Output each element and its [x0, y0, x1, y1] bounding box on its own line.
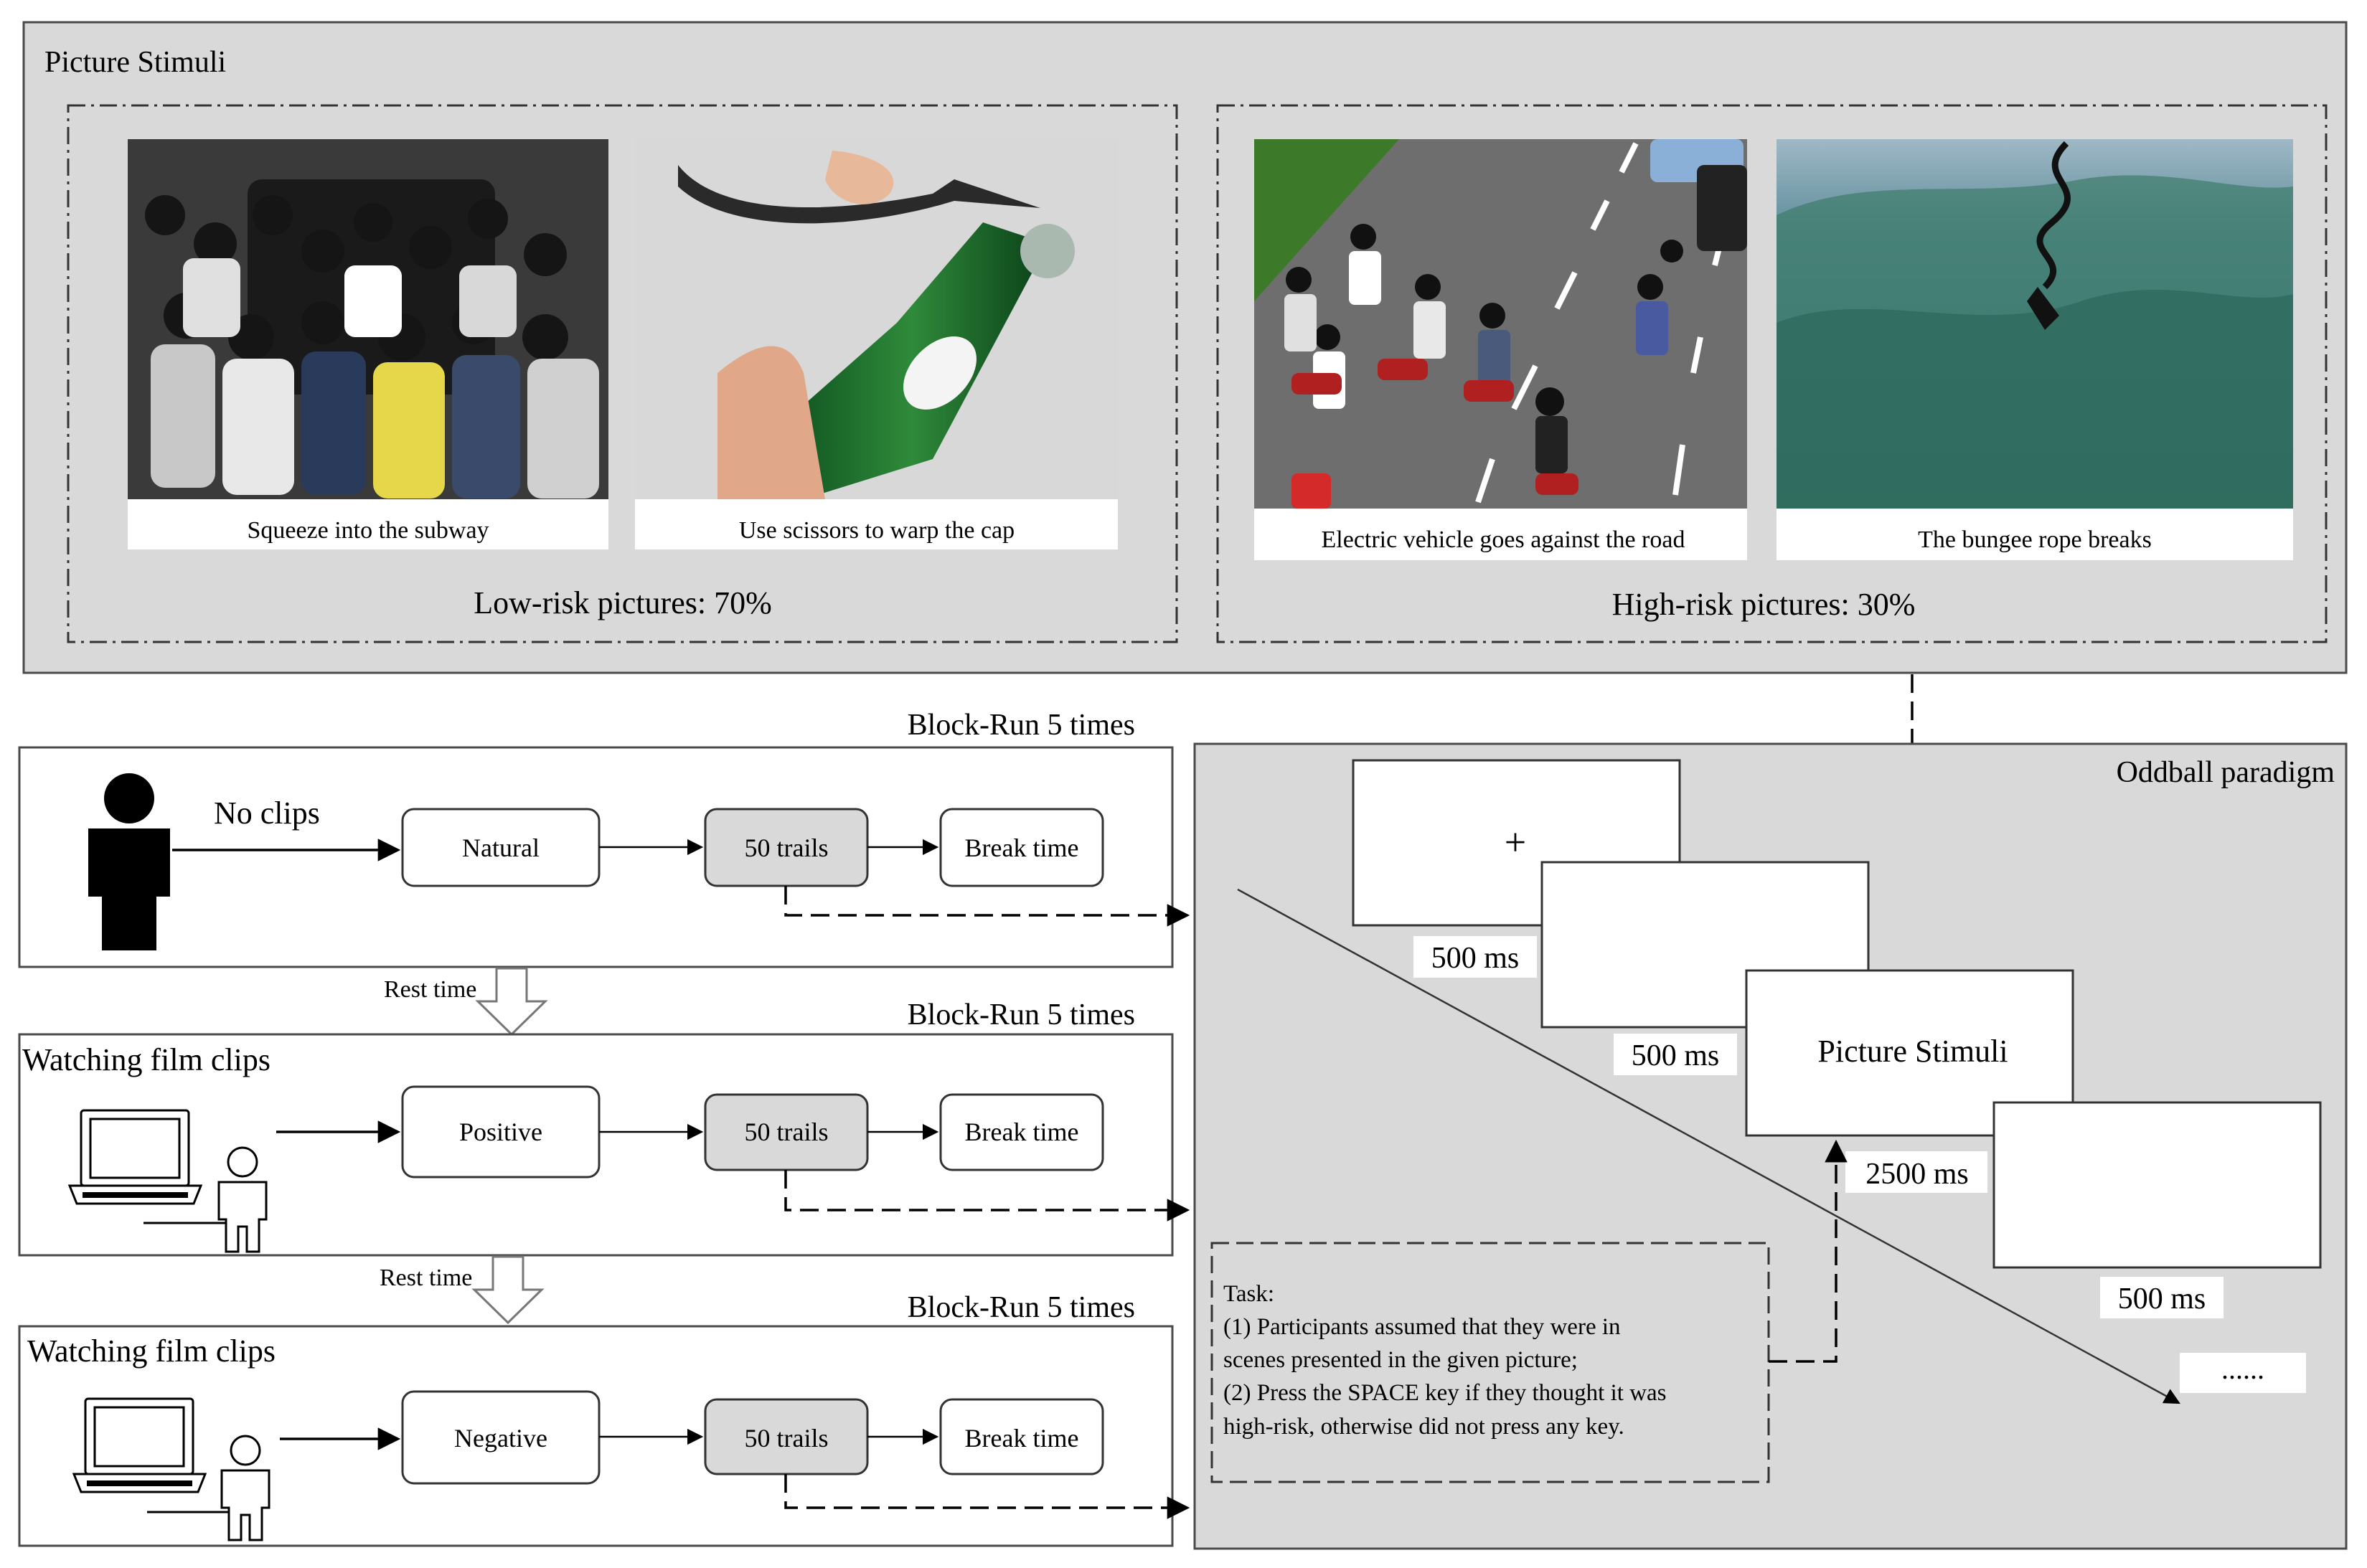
stage-condition-label: Negative: [454, 1424, 547, 1453]
laptop-person-icon: [67, 1109, 268, 1253]
stage-trials-label: 50 trails: [745, 1424, 829, 1453]
stage-break-label: Break time: [965, 833, 1079, 862]
duration-label: 500 ms: [1632, 1039, 1720, 1072]
stage-condition-label: Natural: [462, 833, 540, 862]
stimulus-label: Picture Stimuli: [1817, 1034, 2008, 1069]
task-line: high-risk, otherwise did not press any k…: [1223, 1414, 1624, 1440]
condition-label: Watching film clips: [22, 1042, 270, 1077]
photo-caption: The bungee rope breaks: [1918, 526, 2152, 553]
stage-break: [939, 1398, 1104, 1475]
task-line: scenes presented in the given picture;: [1223, 1347, 1578, 1373]
ellipsis-box: [2180, 1353, 2306, 1393]
timeline-arrow: [1237, 888, 2180, 1404]
photo-caption: Use scissors to warp the cap: [739, 517, 1015, 544]
photo-caption: Electric vehicle goes against the road: [1322, 526, 1685, 553]
block-positive: Block-Run 5 times Watching film clips Po…: [18, 998, 1190, 1257]
block-negative: Block-Run 5 times Watching film clips Ne…: [18, 1291, 1190, 1547]
photo-caption: Squeeze into the subway: [247, 517, 489, 544]
stage-condition-label: Positive: [459, 1118, 542, 1146]
duration-label: 500 ms: [1431, 942, 1520, 975]
stage-break: [939, 1093, 1104, 1171]
stage-break-label: Break time: [965, 1424, 1079, 1453]
rest-arrow: Rest time: [380, 1255, 545, 1325]
low-risk-group: Squeeze into the subway Use scissors to …: [67, 104, 1178, 643]
stage-trials-label: 50 trails: [745, 833, 829, 862]
high-risk-caption: High-risk pictures: 30%: [1612, 587, 1916, 622]
laptop-person-icon: [72, 1397, 270, 1541]
fixation-cross: +: [1505, 821, 1526, 864]
panel-title: Picture Stimuli: [44, 46, 226, 79]
block-repeat-label: Block-Run 5 times: [908, 998, 1135, 1031]
low-risk-caption: Low-risk pictures: 70%: [474, 585, 771, 620]
stage-trials-label: 50 trails: [745, 1118, 829, 1146]
duration-label: 500 ms: [2118, 1283, 2206, 1316]
task-box: Task: (1) Participants assumed that they…: [1210, 1242, 1770, 1483]
task-line: (1) Participants assumed that they were …: [1223, 1314, 1621, 1340]
condition-label: No clips: [214, 795, 320, 831]
oddball-panel: Oddball paradigm + 500 ms 500 ms Picture…: [1193, 742, 2348, 1550]
bungee-photo: The bungee rope breaks: [1777, 139, 2293, 560]
blank-screen: 500 ms: [1992, 1101, 2322, 1318]
ellipsis: ......: [2221, 1353, 2264, 1385]
task-line: (2) Press the SPACE key if they thought …: [1223, 1380, 1667, 1406]
block-no-clips: Block-Run 5 times No clips Natural 50 tr…: [18, 709, 1190, 968]
stage-break-label: Break time: [965, 1118, 1079, 1146]
high-risk-group: Electric vehicle goes against the road T…: [1216, 104, 2328, 643]
condition-label: Watching film clips: [27, 1333, 276, 1369]
task-connector: [1769, 1139, 1848, 1363]
picture-stimuli-panel: Picture Stimuli: [22, 21, 2348, 674]
road-scooters-photo: Electric vehicle goes against the road: [1254, 139, 1747, 560]
task-line: Task:: [1223, 1281, 1274, 1307]
rest-label: Rest time: [384, 976, 476, 1003]
crowd-photo: Squeeze into the subway: [128, 139, 608, 549]
rest-arrow: Rest time: [384, 967, 548, 1036]
stage-break: [939, 808, 1104, 887]
duration-label: 2500 ms: [1865, 1158, 1969, 1191]
oddball-title: Oddball paradigm: [2117, 756, 2335, 789]
person-silhouette-icon: [88, 773, 170, 950]
block-repeat-label: Block-Run 5 times: [908, 709, 1135, 742]
rest-label: Rest time: [380, 1265, 472, 1291]
bottle-scissors-photo: Use scissors to warp the cap: [635, 139, 1118, 549]
block-repeat-label: Block-Run 5 times: [908, 1291, 1135, 1324]
